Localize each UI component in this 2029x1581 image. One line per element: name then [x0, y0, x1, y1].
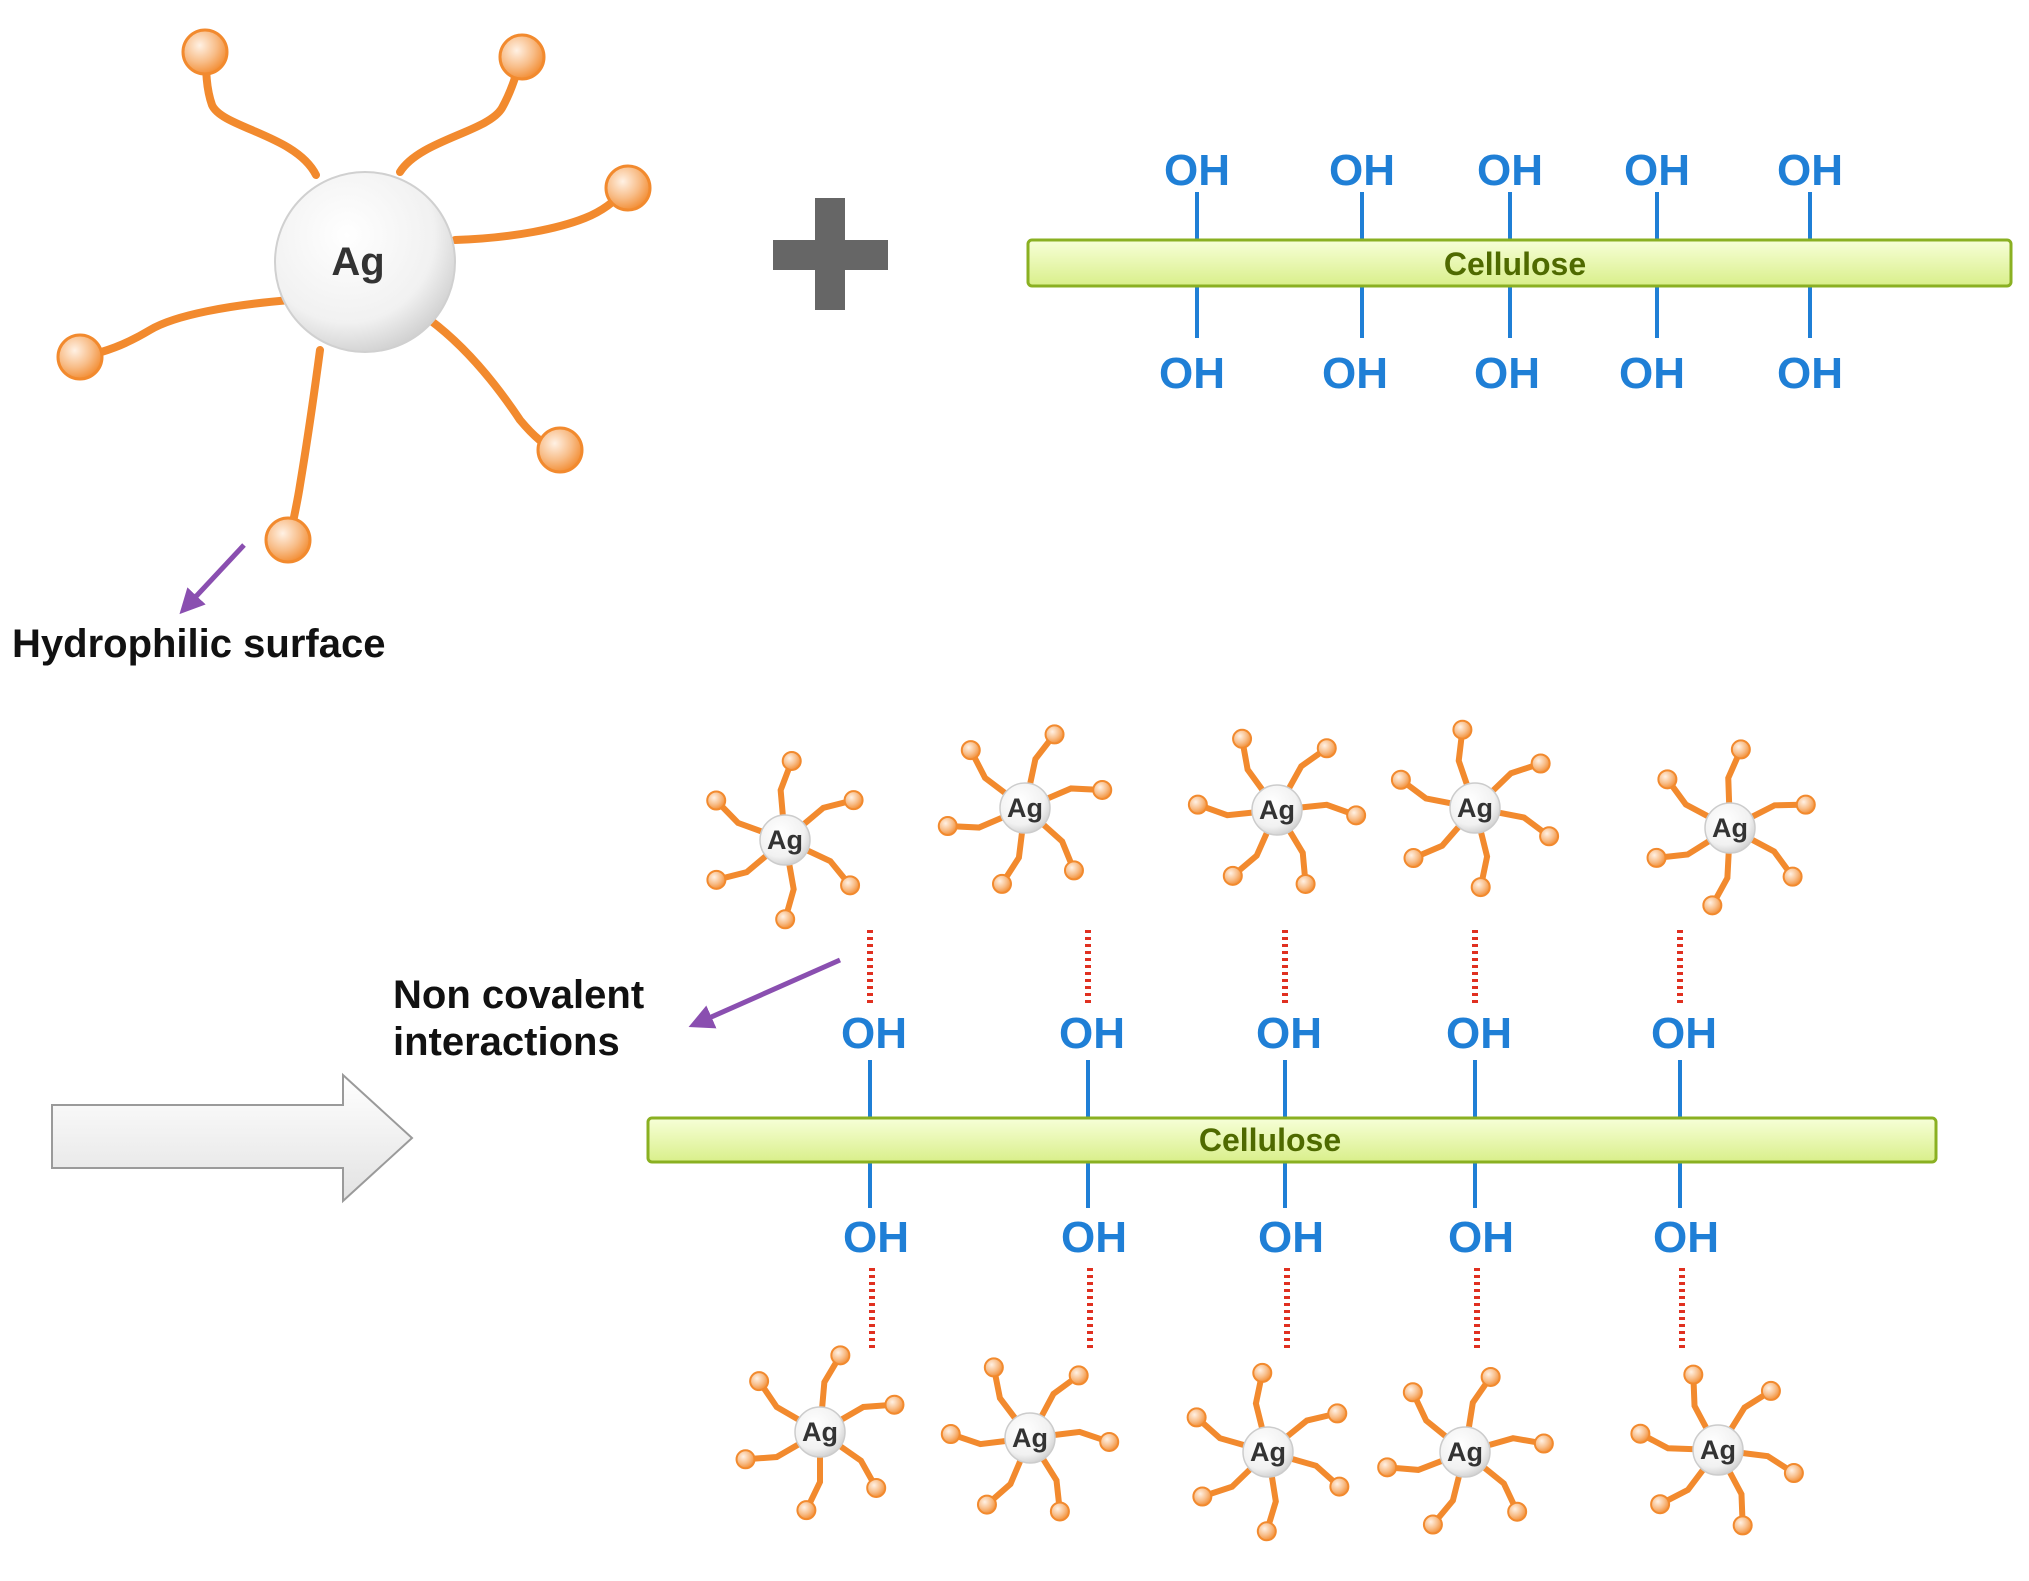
oh-label: OH [1477, 146, 1543, 195]
oh-label: OH [1474, 349, 1540, 398]
oh-label: OH [1446, 1009, 1512, 1058]
oh-label: OH [1061, 1213, 1127, 1262]
silver-core [1251, 784, 1303, 836]
ag-label: Ag [1447, 1437, 1483, 1467]
ligand-chains [1397, 726, 1553, 891]
silver-core [1449, 782, 1501, 834]
noncovalent-label-line2: interactions [393, 1020, 620, 1064]
ag-label: Ag [1712, 813, 1748, 843]
ligand-bulbs [56, 28, 652, 564]
hydroxyl-groups-top: OH OH OH OH OH OH OH OH OH OH [1159, 146, 1843, 398]
ligand-bulbs [940, 1357, 1120, 1522]
silver-nanoparticle: Ag [1377, 1366, 1554, 1535]
ligand-bulbs [735, 1345, 905, 1521]
oh-label: OH [841, 1009, 907, 1058]
silver-core [759, 814, 811, 866]
ligand-bulbs [1377, 1366, 1554, 1535]
cellulose-bar [646, 1116, 1938, 1164]
hydrophilic-callout: Hydrophilic surface [12, 543, 385, 666]
ag-label: Ag [1259, 795, 1295, 825]
ligand-bulbs [1646, 739, 1816, 916]
hydrophilic-surface-label: Hydrophilic surface [12, 622, 385, 666]
cellulose-bar [1026, 238, 2013, 288]
oh-label: OH [1653, 1213, 1719, 1262]
ligand-bulbs [1186, 1362, 1350, 1542]
ligand-bulbs [1390, 719, 1560, 898]
silver-core [999, 782, 1051, 834]
silver-core [794, 1406, 846, 1458]
oh-label: OH [1777, 349, 1843, 398]
noncovalent-callout: Non covalent interactions [393, 957, 842, 1064]
ag-label: Ag [1457, 793, 1493, 823]
ligand-bulbs [937, 724, 1113, 894]
ag-label: Ag [1700, 1435, 1736, 1465]
ag-label: Ag [1012, 1423, 1048, 1453]
silver-core [1439, 1426, 1491, 1478]
silver-core [1004, 1412, 1056, 1464]
silver-core [1242, 1426, 1294, 1478]
silver-nanoparticle: Ag [940, 1357, 1120, 1522]
silver-nanoparticle: Ag [706, 750, 864, 930]
silver-core [1692, 1424, 1744, 1476]
callout-arrow-icon [688, 957, 842, 1029]
ligand-chains [1653, 746, 1809, 909]
oh-label: OH [1651, 1009, 1717, 1058]
cellulose-label: Cellulose [1199, 1122, 1341, 1158]
silver-nanoparticle: Ag [1646, 739, 1816, 916]
silver-nanoparticle: Ag [1630, 1364, 1804, 1536]
silver-nanoparticle: Ag [1390, 719, 1560, 898]
oh-label: OH [1624, 146, 1690, 195]
hydrogen-bonds [867, 930, 1685, 1350]
oh-label: OH [1059, 1009, 1125, 1058]
oh-label: OH [1322, 349, 1388, 398]
ligand-chains [1194, 735, 1360, 887]
ligand-bulbs [1187, 728, 1367, 894]
callout-arrow-icon [179, 543, 246, 615]
ag-label: Ag [767, 825, 803, 855]
oh-label: OH [1619, 349, 1685, 398]
ag-label: Ag [331, 240, 384, 284]
ligand-chains [944, 731, 1106, 887]
ligand-chains [1384, 1373, 1547, 1528]
ag-label: Ag [802, 1417, 838, 1447]
oh-label: OH [843, 1213, 909, 1262]
noncovalent-label-line1: Non covalent [393, 973, 644, 1017]
oh-label: OH [1329, 146, 1395, 195]
oh-label: OH [1258, 1213, 1324, 1262]
oh-label: OH [1159, 349, 1225, 398]
ligand-chains [1637, 1371, 1797, 1529]
silver-nanoparticle: Ag [1186, 1362, 1350, 1542]
large-nanoparticle: Ag [56, 28, 652, 564]
cellulose-strand-top: OH OH OH OH OH OH OH OH OH OH Cellulose [1026, 146, 2013, 398]
right-arrow-icon [51, 1072, 414, 1204]
silver-core [274, 171, 456, 353]
plus-icon [773, 198, 888, 310]
silver-core [1704, 802, 1756, 854]
ligand-chains [947, 1364, 1113, 1515]
silver-nanoparticle: Ag [937, 724, 1113, 894]
silver-nanoparticle: Ag [1187, 728, 1367, 894]
ligand-bulbs [706, 750, 864, 930]
cellulose-label: Cellulose [1444, 246, 1586, 282]
oh-label: OH [1256, 1009, 1322, 1058]
ligand-chains [742, 1352, 898, 1514]
ag-label: Ag [1007, 793, 1043, 823]
hydroxyl-groups-bottom: OH OH OH OH OH OH OH OH OH OH [841, 1009, 1719, 1262]
silver-nanoparticle: Ag [735, 1345, 905, 1521]
oh-label: OH [1448, 1213, 1514, 1262]
ag-label: Ag [1250, 1437, 1286, 1467]
oh-label: OH [1164, 146, 1230, 195]
ligand-chains [713, 757, 857, 923]
ligand-chains [1193, 1369, 1343, 1535]
oh-label: OH [1777, 146, 1843, 195]
ligand-bulbs [1630, 1364, 1804, 1536]
